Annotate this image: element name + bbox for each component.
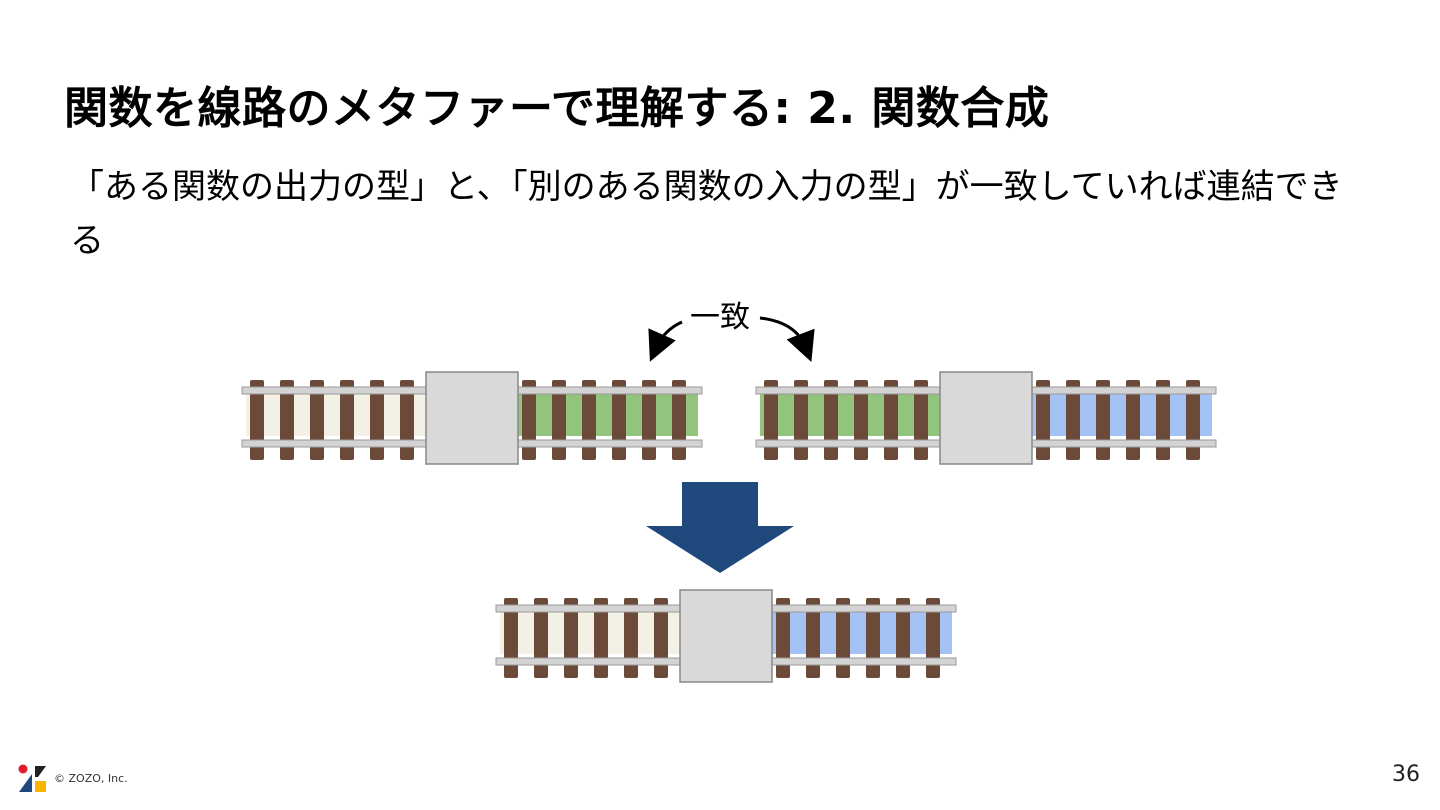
match-label: 一致 — [690, 300, 750, 335]
function-block — [679, 589, 773, 683]
page-number: 36 — [1392, 762, 1420, 787]
slide-subtitle: 「ある関数の出力の型」と、「別のある関数の入力の型」が一致していれば連結できる — [70, 167, 1343, 261]
track-function-g — [755, 371, 1217, 465]
input-type-segment — [760, 380, 940, 460]
track-composed-function — [495, 589, 957, 683]
match-arrow-left — [648, 320, 683, 362]
slide-title: 関数を線路のメタファーで理解する: 2. 関数合成 — [64, 83, 1050, 134]
track-function-f — [241, 371, 703, 465]
match-arrow-right — [759, 316, 815, 362]
function-block — [939, 371, 1033, 465]
copyright: © ZOZO, Inc. — [54, 772, 128, 785]
compose-arrow — [646, 482, 794, 573]
zozo-logo — [18, 764, 46, 792]
function-block — [425, 371, 519, 465]
